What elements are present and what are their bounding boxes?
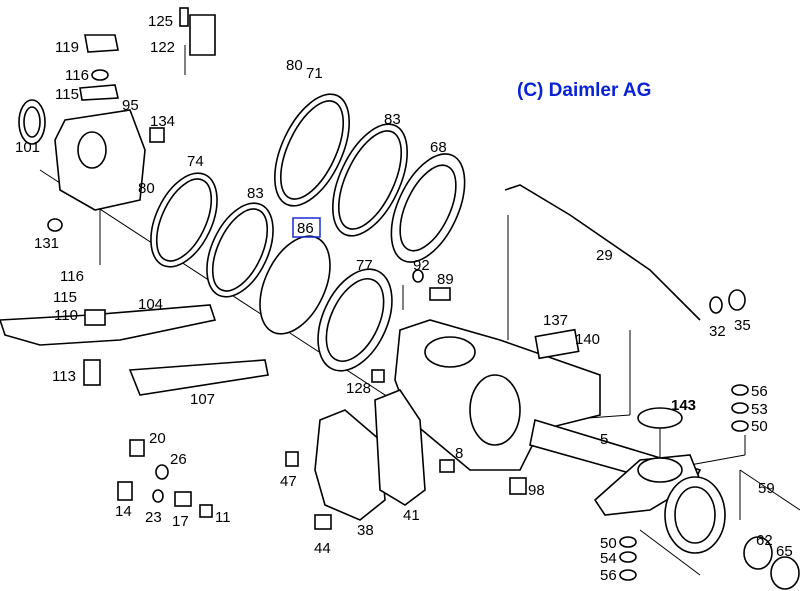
callout-107[interactable]: 107 bbox=[190, 391, 215, 408]
callout-125[interactable]: 125 bbox=[148, 13, 173, 30]
callout-labels: 125 122 119 116 115 95 101 134 80 74 80 … bbox=[15, 13, 793, 584]
callout-26[interactable]: 26 bbox=[170, 451, 187, 468]
callout-140[interactable]: 140 bbox=[575, 331, 600, 348]
callout-95[interactable]: 95 bbox=[122, 97, 139, 114]
callout-5[interactable]: 5 bbox=[600, 431, 608, 448]
seal-rings bbox=[150, 93, 466, 372]
callout-50[interactable]: 50 bbox=[751, 418, 768, 435]
callout-77[interactable]: 77 bbox=[356, 257, 373, 274]
callout-68[interactable]: 68 bbox=[430, 139, 447, 156]
callout-56[interactable]: 56 bbox=[751, 383, 768, 400]
callout-119[interactable]: 119 bbox=[55, 39, 79, 56]
callout-80b[interactable]: 80 bbox=[286, 57, 303, 74]
callout-86[interactable]: 86 bbox=[297, 220, 314, 237]
callout-32[interactable]: 32 bbox=[709, 323, 726, 340]
fittings bbox=[117, 369, 455, 518]
callout-74[interactable]: 74 bbox=[187, 153, 204, 170]
callout-11[interactable]: 11 bbox=[215, 509, 231, 526]
callout-116[interactable]: 116 bbox=[65, 67, 89, 84]
callout-54[interactable]: 54 bbox=[600, 550, 617, 567]
callout-8[interactable]: 8 bbox=[455, 445, 463, 462]
callout-101[interactable]: 101 bbox=[15, 139, 40, 156]
callout-20[interactable]: 20 bbox=[149, 430, 166, 447]
callout-47[interactable]: 47 bbox=[280, 473, 297, 490]
callout-104[interactable]: 104 bbox=[138, 296, 163, 313]
callout-110[interactable]: 110 bbox=[54, 307, 78, 324]
steering-knuckle bbox=[593, 384, 800, 590]
callout-122[interactable]: 122 bbox=[150, 39, 175, 56]
callout-62[interactable]: 62 bbox=[756, 532, 773, 549]
callout-65[interactable]: 65 bbox=[776, 543, 793, 560]
callout-17[interactable]: 17 bbox=[172, 513, 189, 530]
callout-113[interactable]: 113 bbox=[52, 368, 76, 385]
covers bbox=[285, 389, 527, 530]
callout-41[interactable]: 41 bbox=[403, 507, 420, 524]
callout-115[interactable]: 115 bbox=[55, 86, 79, 103]
callout-131[interactable]: 131 bbox=[34, 235, 59, 252]
callout-115b[interactable]: 115 bbox=[53, 289, 77, 306]
highlight-box-86 bbox=[292, 217, 321, 238]
callout-59[interactable]: 59 bbox=[758, 480, 775, 497]
callout-137[interactable]: 137 bbox=[543, 312, 568, 329]
callout-116b[interactable]: 116 bbox=[60, 268, 84, 285]
callout-23[interactable]: 23 bbox=[145, 509, 162, 526]
callout-38[interactable]: 38 bbox=[357, 522, 374, 539]
steering-arms bbox=[0, 304, 269, 396]
callout-14[interactable]: 14 bbox=[115, 503, 132, 520]
callout-50b[interactable]: 50 bbox=[600, 535, 617, 552]
callout-29[interactable]: 29 bbox=[596, 247, 613, 264]
callout-134[interactable]: 134 bbox=[150, 113, 175, 130]
copyright-notice: (C) Daimler AG bbox=[517, 80, 651, 101]
callout-35[interactable]: 35 bbox=[734, 317, 751, 334]
callout-56b[interactable]: 56 bbox=[600, 567, 617, 584]
callout-71[interactable]: 71 bbox=[306, 65, 323, 82]
callout-83b[interactable]: 83 bbox=[247, 185, 264, 202]
callout-89[interactable]: 89 bbox=[437, 271, 454, 288]
callout-92[interactable]: 92 bbox=[413, 257, 430, 274]
callout-83[interactable]: 83 bbox=[384, 111, 401, 128]
flange-housing bbox=[18, 7, 216, 232]
callout-98[interactable]: 98 bbox=[528, 482, 545, 499]
callout-44[interactable]: 44 bbox=[314, 540, 331, 557]
callout-80[interactable]: 80 bbox=[138, 180, 155, 197]
callout-128[interactable]: 128 bbox=[346, 380, 371, 397]
callout-143[interactable]: 143 bbox=[671, 397, 696, 414]
callout-53[interactable]: 53 bbox=[751, 401, 768, 418]
